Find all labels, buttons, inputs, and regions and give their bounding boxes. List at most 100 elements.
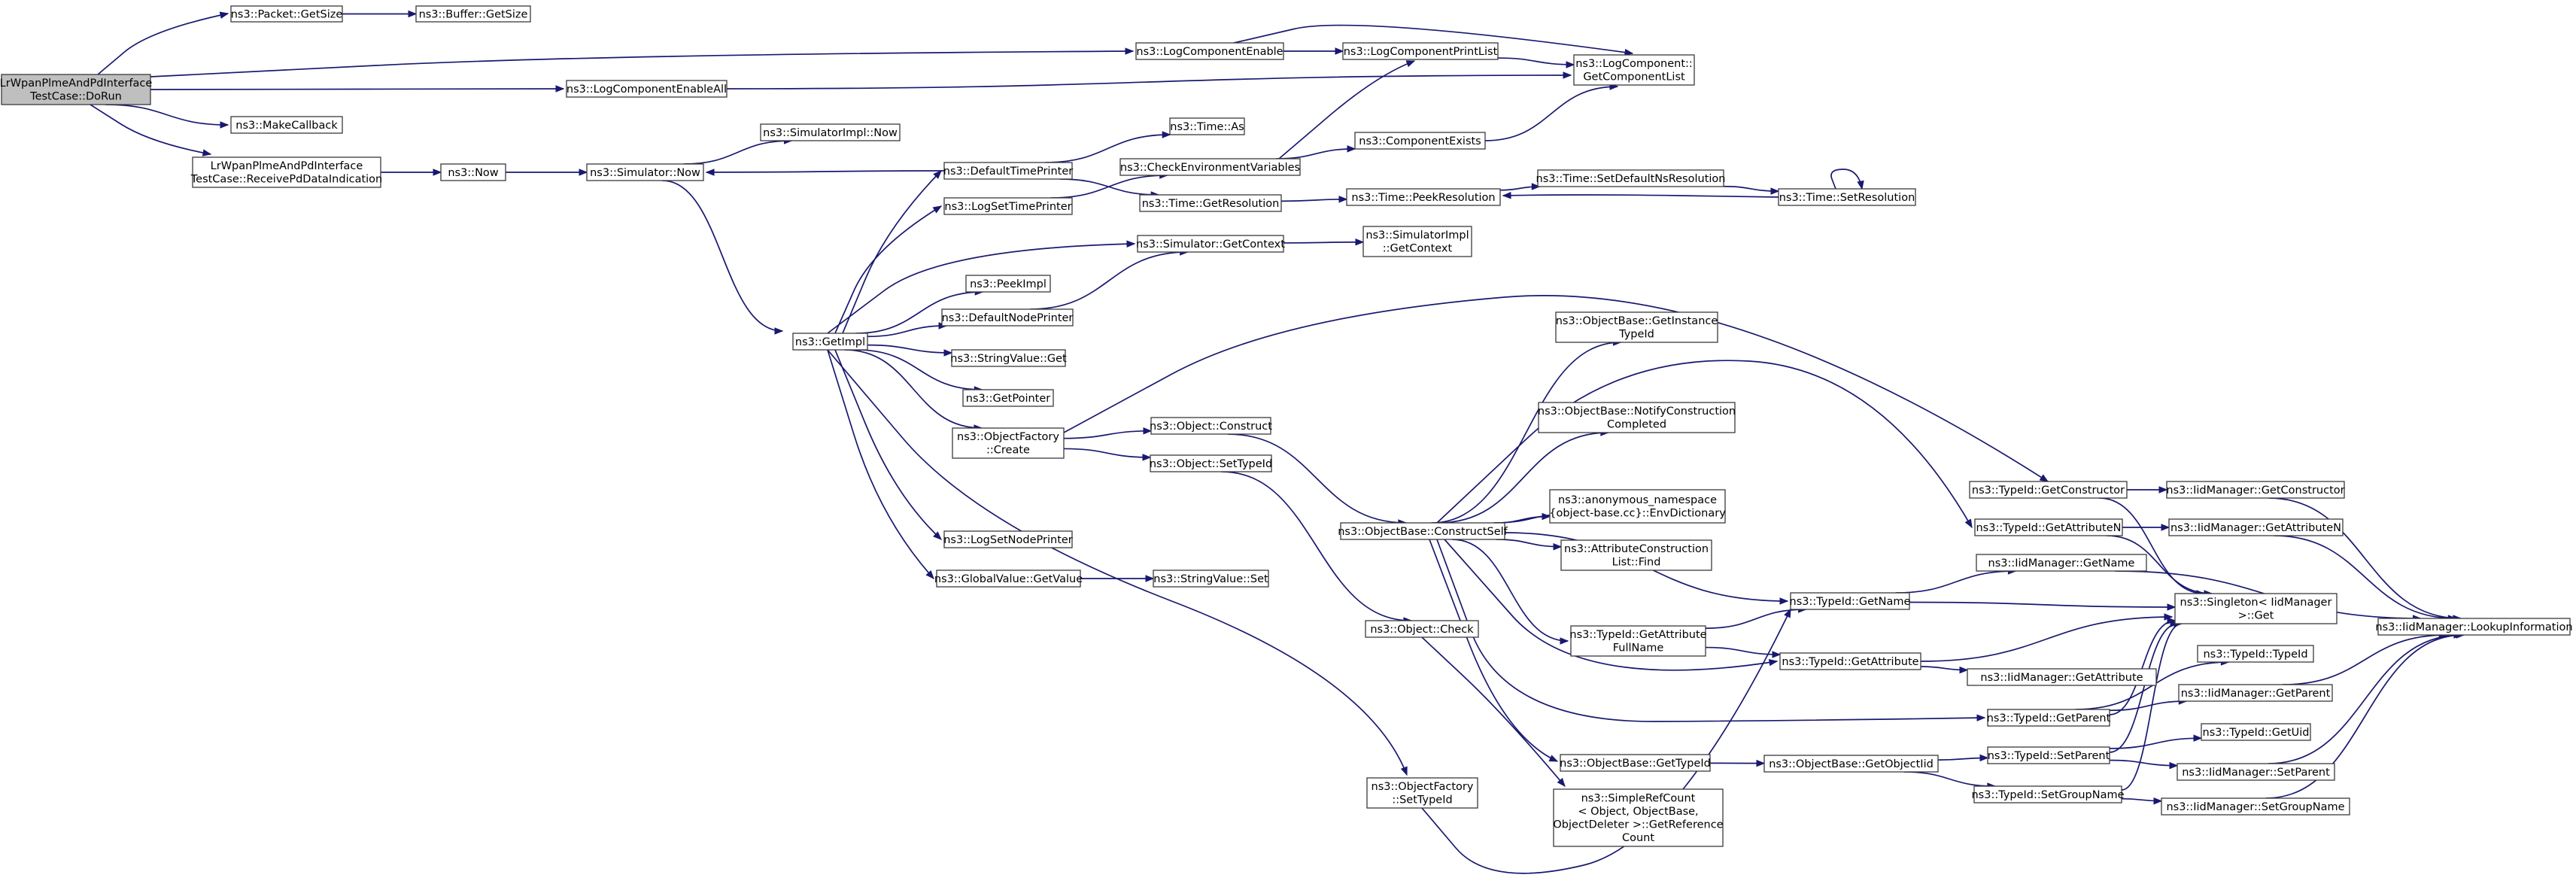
function-node-sim-getcontext[interactable]: ns3::Simulator::GetContext [1136, 235, 1285, 253]
function-node-iid-getparent[interactable]: ns3::IidManager::GetParent [2178, 684, 2333, 702]
function-node-pkt-getsize[interactable]: ns3::Packet::GetSize [230, 5, 343, 23]
arrowhead-icon [1162, 131, 1171, 138]
function-node-typeid-getparent[interactable]: ns3::TypeId::GetParent [1987, 709, 2111, 727]
function-node-typeid-getconstructor[interactable]: ns3::TypeId::GetConstructor [1969, 481, 2128, 499]
function-node-obj-check[interactable]: ns3::Object::Check [1365, 620, 1479, 638]
function-node-logcompprintlist[interactable]: ns3::LogComponentPrintList [1342, 42, 1499, 60]
function-node-typeid-getname[interactable]: ns3::TypeId::GetName [1790, 592, 1911, 610]
node-box [2177, 763, 2335, 781]
function-node-sim-now[interactable]: ns3::Simulator::Now [586, 163, 704, 181]
function-node-ob-constructself[interactable]: ns3::ObjectBase::ConstructSelf [1338, 522, 1508, 540]
function-node-peekimpl[interactable]: ns3::PeekImpl [965, 275, 1051, 293]
arrowhead-icon [1548, 755, 1559, 762]
function-node-defaulttimeprinter[interactable]: ns3::DefaultTimePrinter [943, 162, 1073, 180]
function-node-logcompenableall[interactable]: ns3::LogComponentEnableAll [566, 80, 728, 98]
function-node-typeid-getuid[interactable]: ns3::TypeId::GetUid [2201, 723, 2311, 741]
node-box [1354, 132, 1486, 150]
function-node-iid-setgroupname[interactable]: ns3::IidManager::SetGroupName [2161, 797, 2350, 816]
function-node-receivepd[interactable]: LrWpanPlmeAndPdInterfaceTestCase::Receiv… [190, 156, 382, 188]
node-label: GetComponentList [1583, 71, 1685, 84]
node-label: ns3::GlobalValue::GetValue [934, 573, 1083, 585]
function-node-typeid-typeid[interactable]: ns3::TypeId::TypeId [2197, 645, 2314, 663]
arrowhead-icon [1770, 187, 1780, 195]
node-label: ns3::Packet::GetSize [231, 8, 343, 20]
node-box [1976, 554, 2147, 572]
function-node-objfactory-create[interactable]: ns3::ObjectFactory::Create [952, 427, 1065, 459]
function-node-globalvalue-getvalue[interactable]: ns3::GlobalValue::GetValue [934, 570, 1083, 588]
arrowhead-icon [1143, 427, 1153, 435]
function-node-ob-notifyconstruction[interactable]: ns3::ObjectBase::NotifyConstructionCompl… [1538, 402, 1736, 433]
function-node-anon-envdict[interactable]: ns3::anonymous_namespace{object-base.cc}… [1549, 489, 1726, 524]
node-label: ns3::IidManager::GetAttributeN [2170, 522, 2341, 534]
function-node-iid-getattributen[interactable]: ns3::IidManager::GetAttributeN [2168, 518, 2344, 536]
function-node-ob-getobjectiid[interactable]: ns3::ObjectBase::GetObjectIid [1763, 755, 1939, 773]
function-node-buf-getsize[interactable]: ns3::Buffer::GetSize [415, 5, 531, 23]
function-node-typeid-setgroupname[interactable]: ns3::TypeId::SetGroupName [1971, 785, 2125, 803]
call-edge [1496, 539, 1562, 548]
node-label: ns3::MakeCallback [235, 120, 338, 132]
function-node-checkenv[interactable]: ns3::CheckEnvironmentVariables [1119, 158, 1301, 176]
call-edge [2265, 634, 2465, 799]
function-node-logcompenable[interactable]: ns3::LogComponentEnable [1135, 42, 1284, 60]
function-node-getcomplist[interactable]: ns3::LogComponent::GetComponentList [1573, 54, 1695, 86]
arrowhead-icon [220, 121, 229, 129]
node-box [1560, 539, 1712, 571]
function-node-obj-construct[interactable]: ns3::Object::Construct [1150, 417, 1272, 435]
function-node-typeid-setparent[interactable]: ns3::TypeId::SetParent [1987, 746, 2110, 764]
node-box [1555, 311, 1718, 343]
function-node-getpointer[interactable]: ns3::GetPointer [962, 389, 1054, 407]
node-box [2201, 723, 2311, 741]
function-node-time-peekres[interactable]: ns3::Time::PeekResolution [1346, 188, 1501, 206]
call-edge [2274, 535, 2456, 619]
function-node-time-setres[interactable]: ns3::Time::SetResolution [1778, 188, 1916, 206]
function-node-makecallback[interactable]: ns3::MakeCallback [230, 116, 343, 134]
function-node-objfactory-settypeid[interactable]: ns3::ObjectFactory::SetTypeId [1366, 777, 1478, 809]
call-edge [1438, 432, 1608, 524]
node-label: ObjectDeleter >::GetReference [1553, 819, 1723, 831]
function-node-time-setdefault[interactable]: ns3::Time::SetDefaultNsResolution [1536, 169, 1726, 187]
arrowhead-icon [1542, 512, 1551, 521]
node-box [792, 333, 868, 351]
call-edge [2109, 759, 2178, 767]
function-node-stringvalue-set[interactable]: ns3::StringValue::Set [1153, 570, 1269, 588]
function-node-typeid-getattributen[interactable]: ns3::TypeId::GetAttributeN [1974, 518, 2123, 536]
function-node-compexists[interactable]: ns3::ComponentExists [1354, 132, 1486, 150]
call-edge [2109, 700, 2187, 712]
function-node-simplerefcount[interactable]: ns3::SimpleRefCount< Object, ObjectBase,… [1553, 788, 1724, 847]
node-label: ns3::Object::Check [1370, 624, 1474, 636]
function-node-iid-setparent[interactable]: ns3::IidManager::SetParent [2177, 763, 2335, 781]
node-label: ns3::Time::GetResolution [1142, 198, 1280, 210]
function-node-logsettimeprinter[interactable]: ns3::LogSetTimePrinter [943, 197, 1073, 215]
function-node-iid-getname[interactable]: ns3::IidManager::GetName [1976, 554, 2147, 572]
function-node-iid-lookupinformation[interactable]: ns3::IidManager::LookupInformation [2375, 618, 2573, 636]
function-node-time-as[interactable]: ns3::Time::As [1169, 117, 1245, 135]
function-node-singleton-get[interactable]: ns3::Singleton< IidManager >::Get [2174, 593, 2338, 624]
function-node-defaultnodeprinter[interactable]: ns3::DefaultNodePrinter [941, 308, 1074, 327]
function-node-simimpl-now[interactable]: ns3::SimulatorImpl::Now [760, 123, 901, 141]
function-node-ob-gettypeid[interactable]: ns3::ObjectBase::GetTypeId [1560, 754, 1711, 772]
function-node-getimpl[interactable]: ns3::GetImpl [792, 333, 868, 351]
call-edge [1221, 471, 1411, 621]
arrowhead-icon [2161, 524, 2170, 531]
function-node-iid-getattribute[interactable]: ns3::IidManager::GetAttribute [1967, 668, 2157, 686]
function-node-iid-getconstructor[interactable]: ns3::IidManager::GetConstructor [2166, 481, 2345, 499]
node-box [965, 275, 1051, 293]
node-label: ns3::ObjectFactory [1372, 781, 1474, 793]
function-node-logsetnodeprinter[interactable]: ns3::LogSetNodePrinter [943, 530, 1073, 548]
function-node-simimpl-getcontext[interactable]: ns3::SimulatorImpl::GetContext [1362, 226, 1472, 257]
function-node-obj-settypeid[interactable]: ns3::Object::SetTypeId [1150, 454, 1272, 472]
node-box [2174, 593, 2338, 624]
node-box [943, 530, 1073, 548]
arrowhead-icon [1976, 714, 1986, 721]
function-node-stringvalue-get[interactable]: ns3::StringValue::Get [950, 349, 1067, 367]
function-node-time-getres[interactable]: ns3::Time::GetResolution [1139, 194, 1282, 212]
call-edge [834, 205, 942, 334]
node-box [2166, 481, 2345, 499]
function-node-typeid-getattribute[interactable]: ns3::TypeId::GetAttribute [1779, 652, 1921, 670]
function-node-now[interactable]: ns3::Now [440, 163, 506, 181]
node-box [943, 197, 1073, 215]
